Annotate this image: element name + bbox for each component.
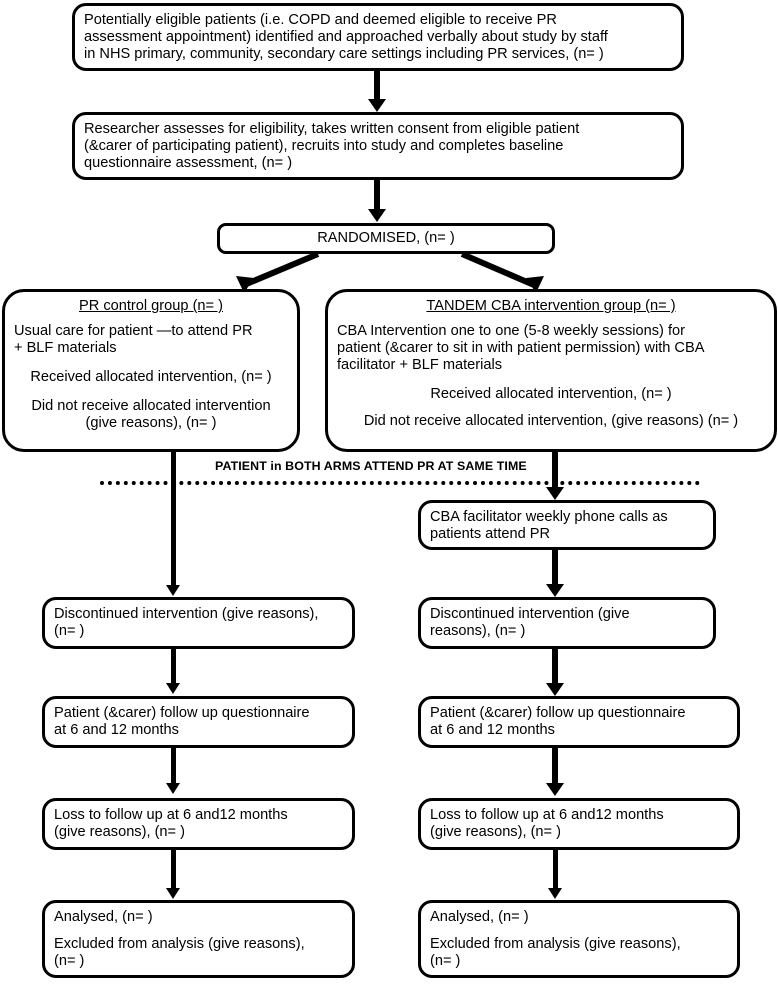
node-analysed-right-text: Analysed, (n= ) Excluded from analysis (…: [421, 903, 737, 976]
node-eligible-patients: Potentially eligible patients (i.e. COPD…: [72, 3, 684, 71]
text-analysed: Analysed, (n= ): [430, 909, 529, 925]
text-line: (n= ): [54, 623, 85, 640]
node-pr-control-group-text: PR control group (n= ) Usual care for pa…: [5, 292, 297, 438]
node-analysed-right: Analysed, (n= ) Excluded from analysis (…: [418, 900, 740, 978]
text-line: at 6 and 12 months: [54, 722, 179, 739]
text-line: facilitator + BLF materials: [337, 357, 503, 374]
text-line: Potentially eligible patients (i.e. COPD…: [84, 12, 557, 28]
arrow-loss-left-to-analysed-head: [166, 888, 180, 899]
node-analysed-left: Analysed, (n= ) Excluded from analysis (…: [42, 900, 355, 978]
arrow-control-to-discontinued-shaft: [171, 452, 176, 588]
text-line: reasons), (n= ): [430, 623, 526, 640]
node-eligible-patients-text: Potentially eligible patients (i.e. COPD…: [75, 6, 681, 69]
arrow-intervention-to-phonecalls-shaft: [552, 452, 558, 492]
text-line: (&carer of participating patient), recru…: [84, 138, 564, 155]
arrow-control-to-discontinued-head: [166, 585, 180, 596]
arrow-eligibility-to-consent-head: [368, 99, 386, 112]
node-cba-phone-calls-text: CBA facilitator weekly phone calls as pa…: [421, 503, 713, 549]
text-received-allocated: Received allocated intervention, (n= ): [30, 369, 272, 386]
node-tandem-cba-intervention-group-text: TANDEM CBA intervention group (n= ) CBA …: [328, 292, 774, 436]
arrow-discontinued-right-to-followup-shaft: [552, 649, 558, 687]
node-researcher-consent: Researcher assesses for eligibility, tak…: [72, 112, 684, 180]
node-tandem-cba-intervention-group: TANDEM CBA intervention group (n= ) CBA …: [325, 289, 777, 452]
node-discontinued-left-text: Discontinued intervention (give reasons)…: [45, 600, 352, 646]
text-line: (give reasons), (n= ): [54, 824, 185, 841]
text-line: Researcher assesses for eligibility, tak…: [84, 121, 580, 137]
arrow-eligibility-to-consent-shaft: [374, 71, 380, 104]
node-researcher-consent-text: Researcher assesses for eligibility, tak…: [75, 115, 681, 178]
node-discontinued-left: Discontinued intervention (give reasons)…: [42, 597, 355, 649]
dotted-separator-line: [100, 481, 700, 485]
arrow-followup-left-to-loss-shaft: [171, 748, 176, 787]
node-followup-right: Patient (&carer) follow up questionnaire…: [418, 696, 740, 748]
arrow-loss-right-to-analysed-shaft: [553, 850, 558, 892]
node-followup-right-text: Patient (&carer) follow up questionnaire…: [421, 699, 737, 745]
banner-both-arms-attend-pr: PATIENT in BOTH ARMS ATTEND PR AT SAME T…: [215, 459, 527, 473]
text-line: (give reasons), (n= ): [85, 415, 217, 432]
text-line: assessment appointment) identified and a…: [84, 29, 608, 46]
node-loss-left: Loss to follow up at 6 and12 months (giv…: [42, 798, 355, 850]
text-not-received-allocated: Did not receive allocated intervention, …: [363, 413, 739, 430]
arrow-discontinued-left-to-followup-shaft: [171, 649, 176, 687]
arrow-consent-to-randomised-shaft: [374, 180, 380, 213]
node-loss-left-text: Loss to follow up at 6 and12 months (giv…: [45, 801, 352, 847]
text-line: at 6 and 12 months: [430, 722, 555, 739]
text-line: Excluded from analysis (give reasons),: [54, 936, 305, 953]
arrow-phonecalls-to-discontinued-shaft: [552, 550, 558, 588]
text-line: (n= ): [54, 953, 85, 970]
node-followup-left-text: Patient (&carer) follow up questionnaire…: [45, 699, 352, 745]
node-randomised-label: RANDOMISED, (n= ): [317, 229, 455, 246]
text-line: Loss to follow up at 6 and12 months: [430, 807, 664, 823]
arrow-phonecalls-to-discontinued-head: [546, 584, 564, 597]
node-loss-right-text: Loss to follow up at 6 and12 months (giv…: [421, 801, 737, 847]
text-line: Excluded from analysis (give reasons),: [430, 936, 681, 953]
node-pr-control-group-header: PR control group (n= ): [79, 298, 223, 314]
text-analysed: Analysed, (n= ): [54, 909, 153, 925]
node-loss-right: Loss to follow up at 6 and12 months (giv…: [418, 798, 740, 850]
arrow-consent-to-randomised-head: [368, 209, 386, 222]
arrow-followup-right-to-loss-shaft: [552, 748, 558, 787]
text-line: Discontinued intervention (give reasons)…: [54, 606, 319, 622]
arrow-loss-right-to-analysed-head: [548, 888, 562, 899]
text-line: (give reasons), (n= ): [430, 824, 561, 841]
text-line: Patient (&carer) follow up questionnaire: [54, 705, 310, 721]
text-line: CBA facilitator weekly phone calls as: [430, 509, 668, 525]
arrow-loss-left-to-analysed-shaft: [171, 850, 176, 892]
node-analysed-left-text: Analysed, (n= ) Excluded from analysis (…: [45, 903, 352, 976]
arrow-intervention-to-phonecalls-head: [546, 487, 564, 500]
text-line: Did not receive allocated intervention: [31, 398, 271, 415]
node-discontinued-right-text: Discontinued intervention (give reasons)…: [421, 600, 713, 646]
node-randomised: RANDOMISED, (n= ): [217, 223, 555, 254]
node-tandem-cba-intervention-group-header: TANDEM CBA intervention group (n= ): [426, 298, 676, 314]
arrow-randomised-split: [236, 252, 544, 293]
text-line: patient (&carer to sit in with patient p…: [337, 340, 705, 357]
text-received-allocated: Received allocated intervention, (n= ): [430, 386, 672, 403]
arrow-followup-left-to-loss-head: [166, 783, 180, 794]
text-line: questionnaire assessment, (n= ): [84, 155, 293, 172]
text-line: CBA Intervention one to one (5-8 weekly …: [337, 323, 685, 340]
arrow-discontinued-left-to-followup-head: [166, 683, 180, 694]
text-line: patients attend PR: [430, 526, 551, 543]
text-line: Discontinued intervention (give: [430, 606, 630, 622]
text-line: in NHS primary, community, secondary car…: [84, 46, 604, 63]
node-followup-left: Patient (&carer) follow up questionnaire…: [42, 696, 355, 748]
node-pr-control-group: PR control group (n= ) Usual care for pa…: [2, 289, 300, 452]
arrow-discontinued-right-to-followup-head: [546, 683, 564, 696]
node-discontinued-right: Discontinued intervention (give reasons)…: [418, 597, 716, 649]
text-line: Loss to follow up at 6 and12 months: [54, 807, 288, 823]
arrow-followup-right-to-loss-head: [546, 783, 564, 796]
text-line: + BLF materials: [14, 340, 117, 357]
node-cba-phone-calls: CBA facilitator weekly phone calls as pa…: [418, 500, 716, 550]
text-line: (n= ): [430, 953, 461, 970]
text-line: Patient (&carer) follow up questionnaire: [430, 705, 686, 721]
text-line: Usual care for patient —to attend PR: [14, 323, 253, 340]
